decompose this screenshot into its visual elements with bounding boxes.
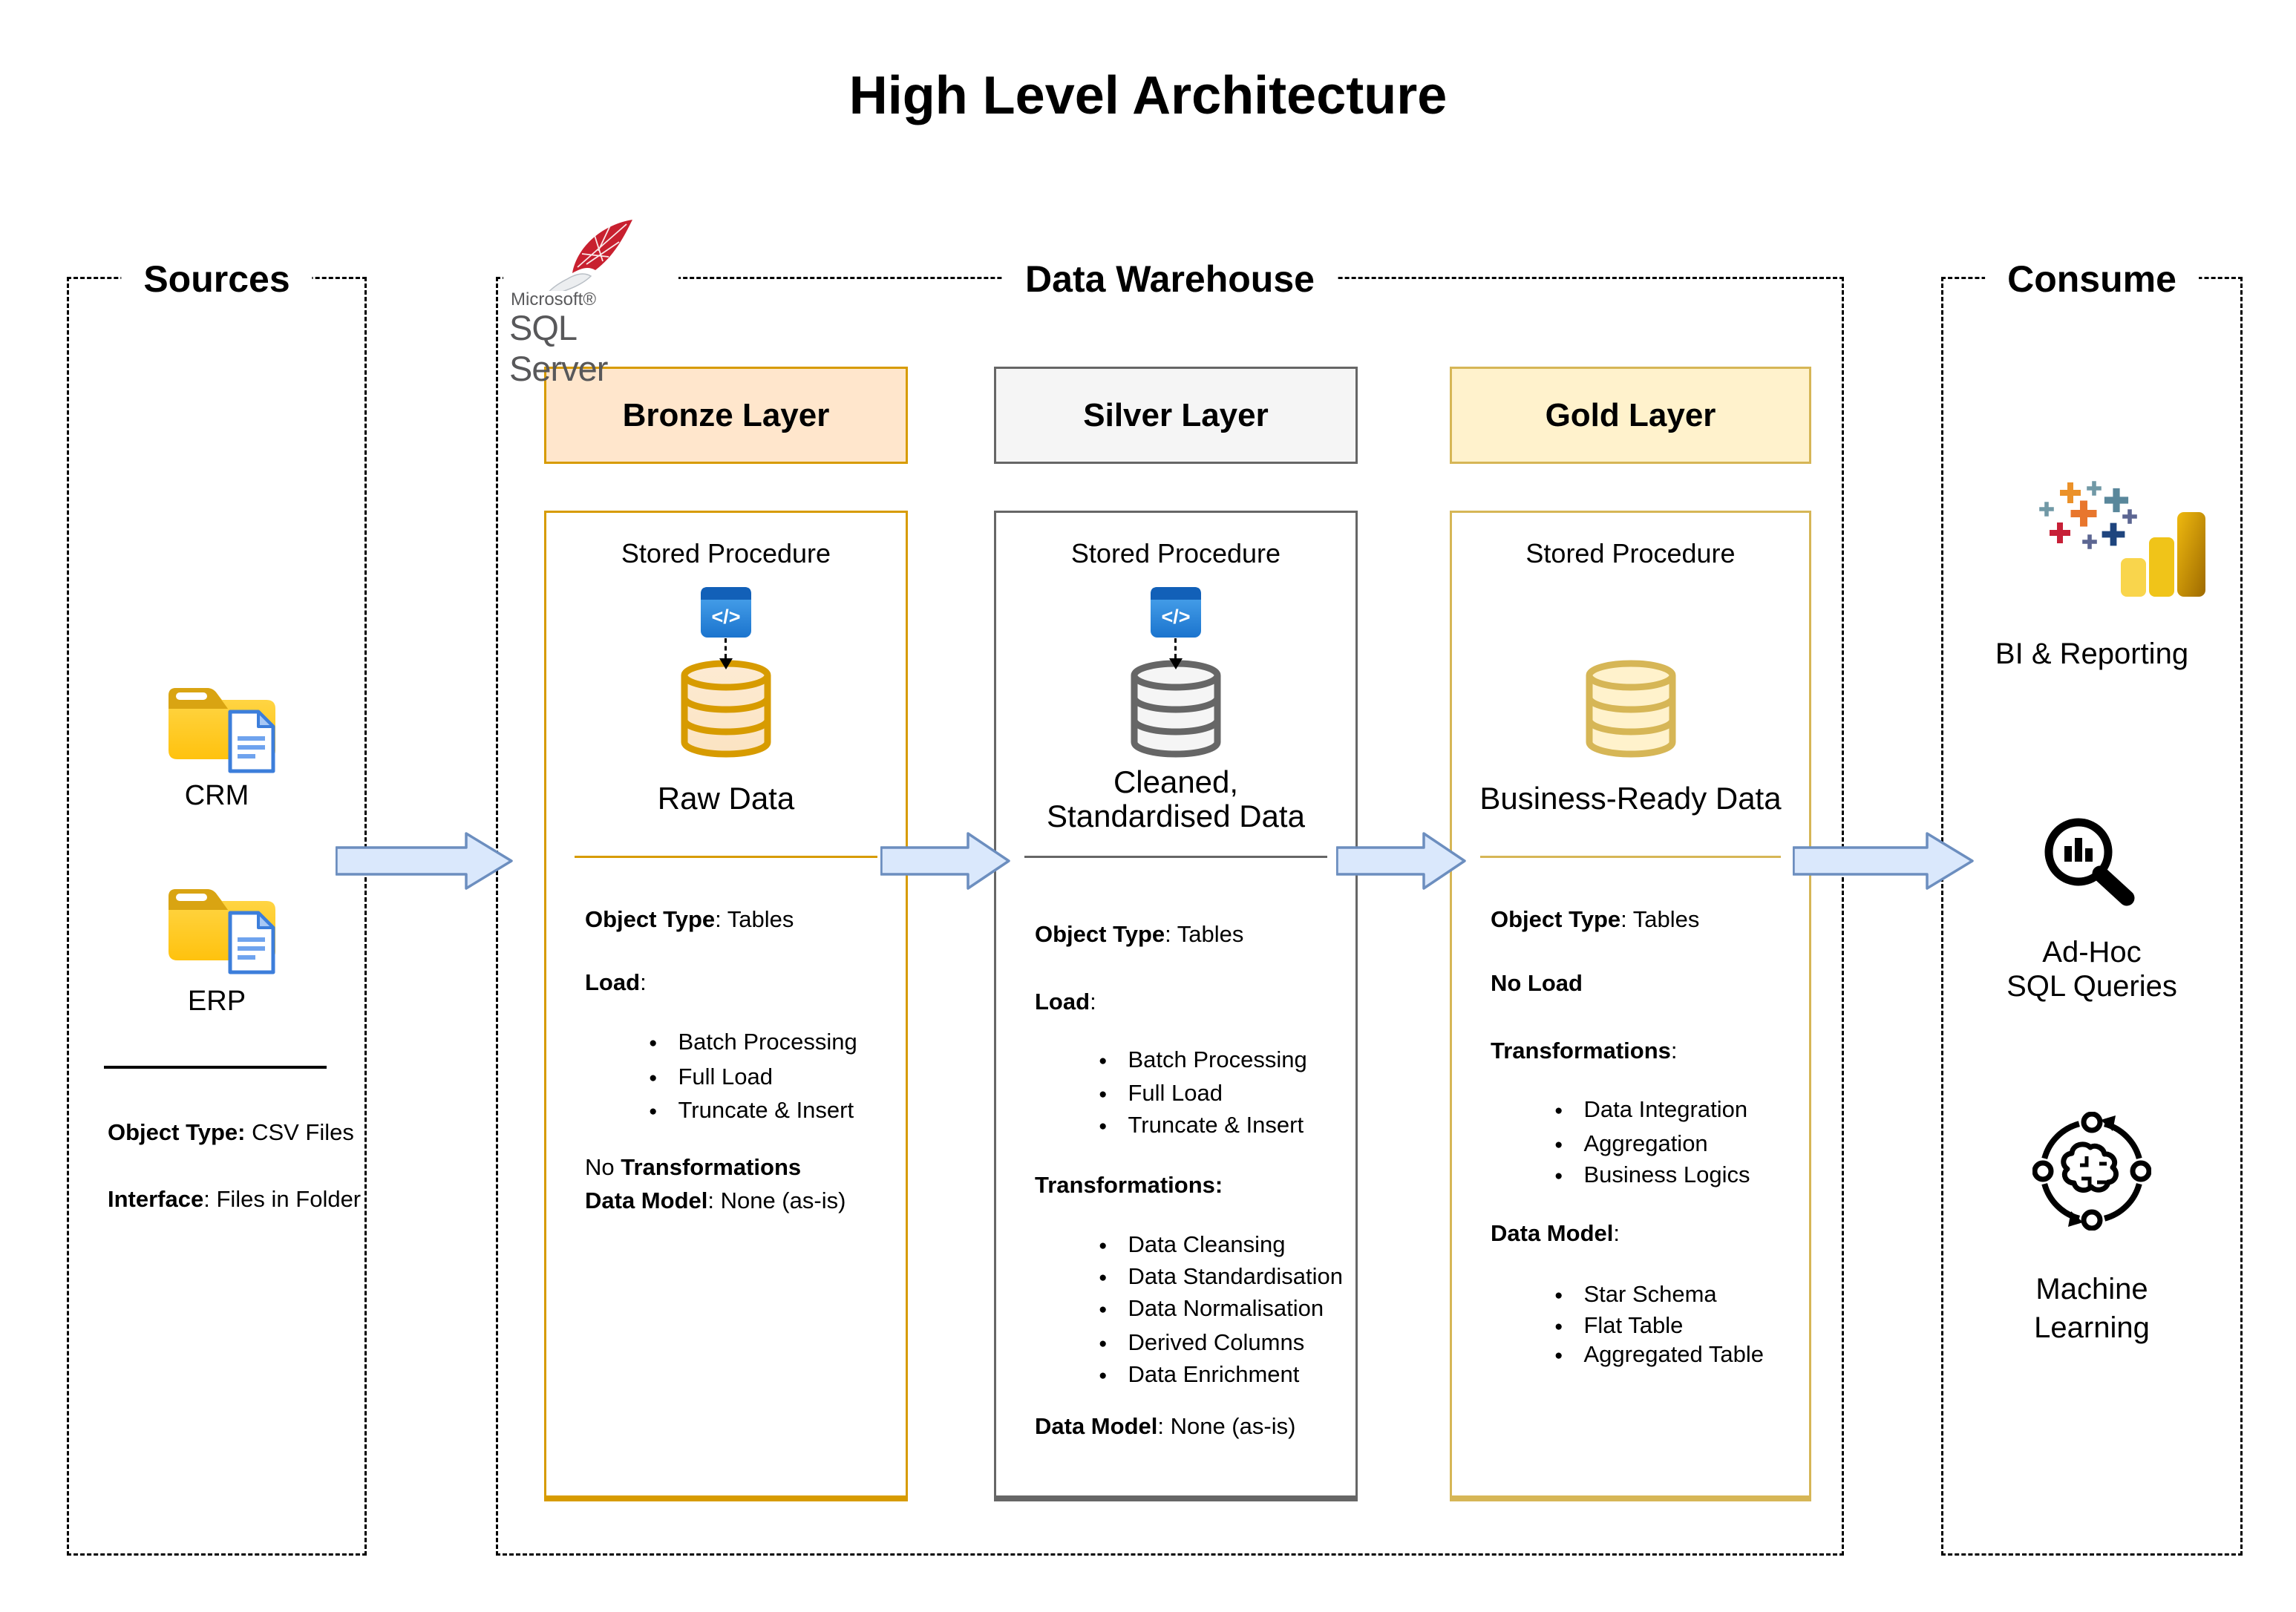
consume-item-label: BI & Reporting bbox=[1995, 638, 2189, 670]
list-item: Business Logics bbox=[1554, 1160, 1750, 1191]
object-type-line: Object Type: Tables bbox=[1035, 921, 1244, 947]
layer-divider bbox=[1480, 856, 1781, 858]
flow-arrow-silver-to-gold bbox=[1336, 832, 1466, 890]
machine-learning-icon bbox=[2032, 1112, 2151, 1231]
consume-section-title: Consume bbox=[1985, 252, 2199, 306]
sources-section-title: Sources bbox=[121, 252, 313, 306]
list-item: Full Load bbox=[1099, 1078, 1223, 1110]
list-item: Full Load bbox=[649, 1062, 773, 1093]
silver-layer-panel: Stored Procedure </> Cleaned, Standardis… bbox=[994, 511, 1358, 1501]
sql-logo-product-text: SQL Server bbox=[509, 308, 608, 388]
stored-procedure-label: Stored Procedure bbox=[1070, 538, 1281, 569]
transformations-note: No Transformations bbox=[585, 1154, 802, 1180]
list-item: Data Normalisation bbox=[1099, 1294, 1324, 1325]
power-bi-icon bbox=[2121, 512, 2205, 597]
data-model-line: Data Model: bbox=[1491, 1220, 1620, 1246]
flow-arrow-bronze-to-silver bbox=[880, 832, 1010, 890]
data-warehouse-section: Data Warehouse Bronze Layer Stored Proce… bbox=[496, 252, 1844, 1556]
sql-logo-microsoft-text: Microsoft® bbox=[511, 289, 597, 309]
bronze-layer: Bronze Layer Stored Procedure </> Raw Da… bbox=[544, 279, 908, 1553]
sources-section: Sources CRM ERP Ob bbox=[67, 252, 367, 1556]
consume-item-label: Machine Learning bbox=[2034, 1273, 2150, 1344]
database-icon bbox=[681, 660, 771, 758]
stored-procedure-icon: </> bbox=[1151, 587, 1201, 638]
connector-arrowhead-icon bbox=[719, 658, 733, 669]
connector-line bbox=[725, 638, 727, 658]
list-item: Batch Processing bbox=[1099, 1045, 1306, 1076]
svg-text:</>: </> bbox=[1161, 606, 1190, 628]
sql-server-swoosh-icon bbox=[549, 220, 632, 291]
sql-magnifier-icon bbox=[2044, 818, 2135, 906]
stored-procedure-label: Stored Procedure bbox=[1525, 538, 1736, 569]
data-model-line: Data Model: None (as-is) bbox=[585, 1187, 846, 1213]
bi-reporting-icon bbox=[2036, 481, 2208, 603]
consume-section: Consume bbox=[1941, 252, 2243, 1556]
sources-interface: Interface: Files in Folder bbox=[108, 1186, 362, 1212]
list-item: Truncate & Insert bbox=[649, 1095, 854, 1127]
page-title: High Level Architecture bbox=[848, 66, 1448, 125]
bronze-layer-panel: Stored Procedure </> Raw Data Object Typ… bbox=[544, 511, 908, 1501]
stored-procedure-label: Stored Procedure bbox=[621, 538, 831, 569]
tableau-icon bbox=[2039, 481, 2137, 549]
connector-line bbox=[1174, 638, 1177, 658]
silver-layer-header: Silver Layer bbox=[994, 367, 1358, 464]
list-item: Star Schema bbox=[1554, 1280, 1716, 1311]
source-item-label: CRM bbox=[184, 780, 249, 811]
list-item: Derived Columns bbox=[1099, 1328, 1304, 1359]
csv-file-icon bbox=[228, 710, 275, 773]
list-item: Flat Table bbox=[1554, 1311, 1683, 1342]
sources-divider bbox=[104, 1066, 327, 1069]
database-label: Cleaned, Standardised Data bbox=[1047, 764, 1305, 833]
flow-arrow-warehouse-to-consume bbox=[1793, 832, 1974, 890]
database-icon bbox=[1586, 660, 1675, 758]
silver-layer: Silver Layer Stored Procedure </> Cleane… bbox=[994, 279, 1358, 1553]
gold-layer-panel: Stored Procedure Business-Ready Data Obj… bbox=[1450, 511, 1811, 1501]
gold-layer: Gold Layer Stored Procedure Business-Rea… bbox=[1450, 279, 1811, 1553]
list-item: Aggregated Table bbox=[1554, 1340, 1763, 1371]
data-warehouse-section-title: Data Warehouse bbox=[1003, 252, 1337, 306]
connector-arrowhead-icon bbox=[1169, 658, 1183, 669]
list-item: Batch Processing bbox=[649, 1027, 857, 1058]
load-line: Load: bbox=[1035, 989, 1096, 1015]
flow-arrow-sources-to-warehouse bbox=[336, 832, 513, 890]
transformations-line: Transformations: bbox=[1035, 1172, 1223, 1198]
object-type-line: Object Type: Tables bbox=[1491, 906, 1700, 932]
load-line: Load: bbox=[585, 969, 647, 995]
stored-procedure-icon: </> bbox=[701, 587, 751, 638]
no-load-line: No Load bbox=[1491, 970, 1583, 996]
data-model-line: Data Model: None (as-is) bbox=[1035, 1413, 1296, 1439]
gold-layer-header: Gold Layer bbox=[1450, 367, 1811, 464]
list-item: Data Cleansing bbox=[1099, 1230, 1285, 1261]
source-item-label: ERP bbox=[187, 986, 246, 1017]
consume-item-label: Ad-Hoc SQL Queries bbox=[2006, 936, 2177, 1003]
database-icon bbox=[1131, 660, 1221, 758]
bronze-layer-header: Bronze Layer bbox=[544, 367, 908, 464]
list-item: Truncate & Insert bbox=[1099, 1110, 1304, 1141]
sql-server-logo: Microsoft® SQL Server bbox=[503, 215, 678, 388]
layer-divider bbox=[1024, 856, 1327, 858]
database-label: Raw Data bbox=[657, 781, 795, 816]
layer-divider bbox=[575, 856, 877, 858]
database-label: Business-Ready Data bbox=[1479, 781, 1782, 816]
list-item: Data Enrichment bbox=[1099, 1360, 1299, 1391]
object-type-line: Object Type: Tables bbox=[585, 906, 794, 932]
list-item: Aggregation bbox=[1554, 1129, 1707, 1160]
list-item: Data Standardisation bbox=[1099, 1262, 1343, 1293]
list-item: Data Integration bbox=[1554, 1095, 1747, 1126]
transformations-line: Transformations: bbox=[1491, 1038, 1678, 1064]
svg-text:</>: </> bbox=[711, 606, 740, 628]
sources-object-type: Object Type: CSV Files bbox=[108, 1119, 354, 1145]
csv-file-icon bbox=[228, 911, 275, 974]
